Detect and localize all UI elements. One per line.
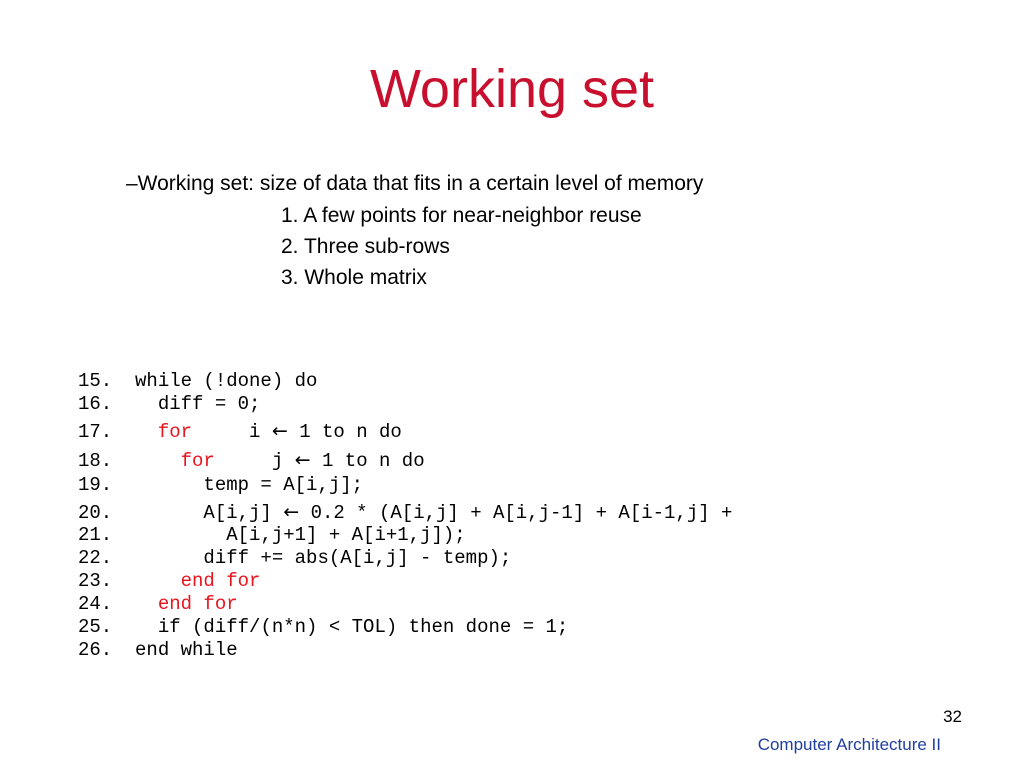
code-line-number: 19. (78, 474, 204, 496)
code-line-number: 26. (78, 639, 136, 661)
code-text: end while (135, 639, 238, 661)
code-line: 20. A[i,j] ← 0.2 * (A[i,j] + A[i,j-1] + … (78, 501, 732, 524)
sub-bullet-3: 3. Whole matrix (281, 266, 427, 289)
code-text: 0.2 * (A[i,j] + A[i,j-1] + A[i-1,j] + (299, 502, 733, 524)
code-text: while (!done) do (135, 370, 318, 392)
code-line: 19. temp = A[i,j]; (78, 474, 363, 496)
code-line: 21. A[i,j+1] + A[i+1,j]); (78, 524, 466, 546)
code-keyword: end for (180, 570, 261, 592)
code-line: 16. diff = 0; (78, 393, 260, 415)
code-line-number: 18. (78, 450, 181, 472)
sub-bullet-1: 1. A few points for near-neighbor reuse (281, 204, 642, 227)
left-arrow-icon: ← (283, 501, 300, 523)
code-keyword: for (180, 450, 215, 472)
code-line: 26. end while (78, 639, 238, 661)
code-line-number: 15. (78, 370, 136, 392)
left-arrow-icon: ← (294, 449, 311, 471)
code-text: i (192, 421, 272, 443)
code-line: 25. if (diff/(n*n) < TOL) then done = 1; (78, 616, 568, 638)
code-line: 18. for j ← 1 to n do (78, 449, 425, 472)
code-line-number: 20. (78, 502, 204, 524)
sub-bullet-2: 2. Three sub-rows (281, 235, 450, 258)
code-line-number: 24. (78, 593, 158, 615)
code-line: 17. for i ← 1 to n do (78, 420, 402, 443)
code-text: A[i,j+1] + A[i+1,j]); (226, 524, 466, 546)
left-arrow-icon: ← (271, 420, 288, 442)
code-line: 15. while (!done) do (78, 370, 317, 392)
code-keyword: end for (157, 593, 238, 615)
code-text: if (diff/(n*n) < TOL) then done = 1; (157, 616, 569, 638)
code-line-number: 23. (78, 570, 181, 592)
bullet-main: –Working set: size of data that fits in … (126, 172, 704, 195)
slide-title: Working set (369, 59, 655, 119)
code-line-number: 22. (78, 547, 204, 569)
code-text: 1 to n do (310, 450, 425, 472)
code-line-number: 17. (78, 421, 158, 443)
code-line-number: 16. (78, 393, 158, 415)
code-text: diff += abs(A[i,j] - temp); (203, 547, 512, 569)
code-text: j (214, 450, 295, 472)
code-line: 22. diff += abs(A[i,j] - temp); (78, 547, 511, 569)
code-text: temp = A[i,j]; (203, 474, 364, 496)
code-line-number: 21. (78, 524, 227, 546)
code-line: 23. end for (78, 570, 260, 592)
code-line: 24. end for (78, 593, 238, 615)
code-keyword: for (157, 421, 193, 443)
code-text: diff = 0; (157, 393, 261, 415)
code-text: A[i,j] (203, 502, 284, 524)
code-text: 1 to n do (287, 421, 402, 443)
page-number: 32 (943, 707, 962, 726)
code-line-number: 25. (78, 616, 158, 638)
footer-course-title: Computer Architecture II (757, 735, 941, 754)
